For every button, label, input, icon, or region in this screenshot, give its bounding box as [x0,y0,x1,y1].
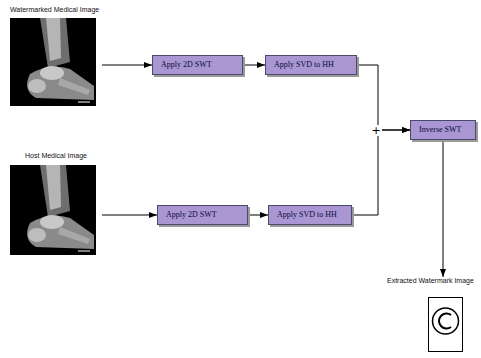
talus-bone [40,215,64,229]
process-box: Inverse SWT [410,120,476,140]
tibia-bone [46,165,61,210]
icon-frame [429,298,463,352]
image-caption: Watermarked Medical Image [10,6,99,14]
junction-sign: + [370,125,381,136]
flow-arrow [352,130,410,215]
box-label: Apply 2D SWT [161,61,212,70]
process-box: Apply SVD to HH [265,55,357,75]
image-ground [10,18,96,106]
metatarsal-bone [58,78,90,95]
box-label: Apply SVD to HH [277,211,337,220]
tibia-bone [46,18,61,61]
mri-image [10,165,96,255]
image-node: Host Medical Image [10,152,102,256]
process-box: Apply SVD to HH [268,205,352,225]
heel-bone [28,79,46,93]
box-label: Apply 2D SWT [166,211,217,220]
image-caption: Extracted Watermark Image [387,277,474,285]
image-ground [10,165,96,255]
flow-arrow [102,65,152,66]
flow-arrow [102,215,157,216]
leg-tissue [40,18,70,68]
box-label: Apply SVD to HH [274,61,334,70]
process-box: Apply 2D SWT [152,55,243,75]
scale-bar [78,102,90,103]
flow-arrow [443,140,444,277]
image-node: Extracted Watermark Image [387,277,476,355]
leg-tissue [40,165,70,217]
talus-bone [40,66,64,80]
icon-c-mark [439,314,451,329]
mri-image [10,18,96,106]
metatarsal-bone [58,227,90,244]
scale-bar [78,251,90,252]
flow-arrow [248,215,268,216]
image-node: Watermarked Medical Image [10,6,102,106]
heel-bone [28,228,46,242]
foot-tissue [27,215,94,249]
icon-circle [433,308,459,334]
flow-arrow [357,65,410,130]
flow-arrow [243,65,265,66]
image-caption: Host Medical Image [25,152,87,160]
process-box: Apply 2D SWT [157,205,248,225]
foot-tissue [27,66,94,100]
box-label: Inverse SWT [419,126,461,135]
copyright-icon [429,298,463,352]
